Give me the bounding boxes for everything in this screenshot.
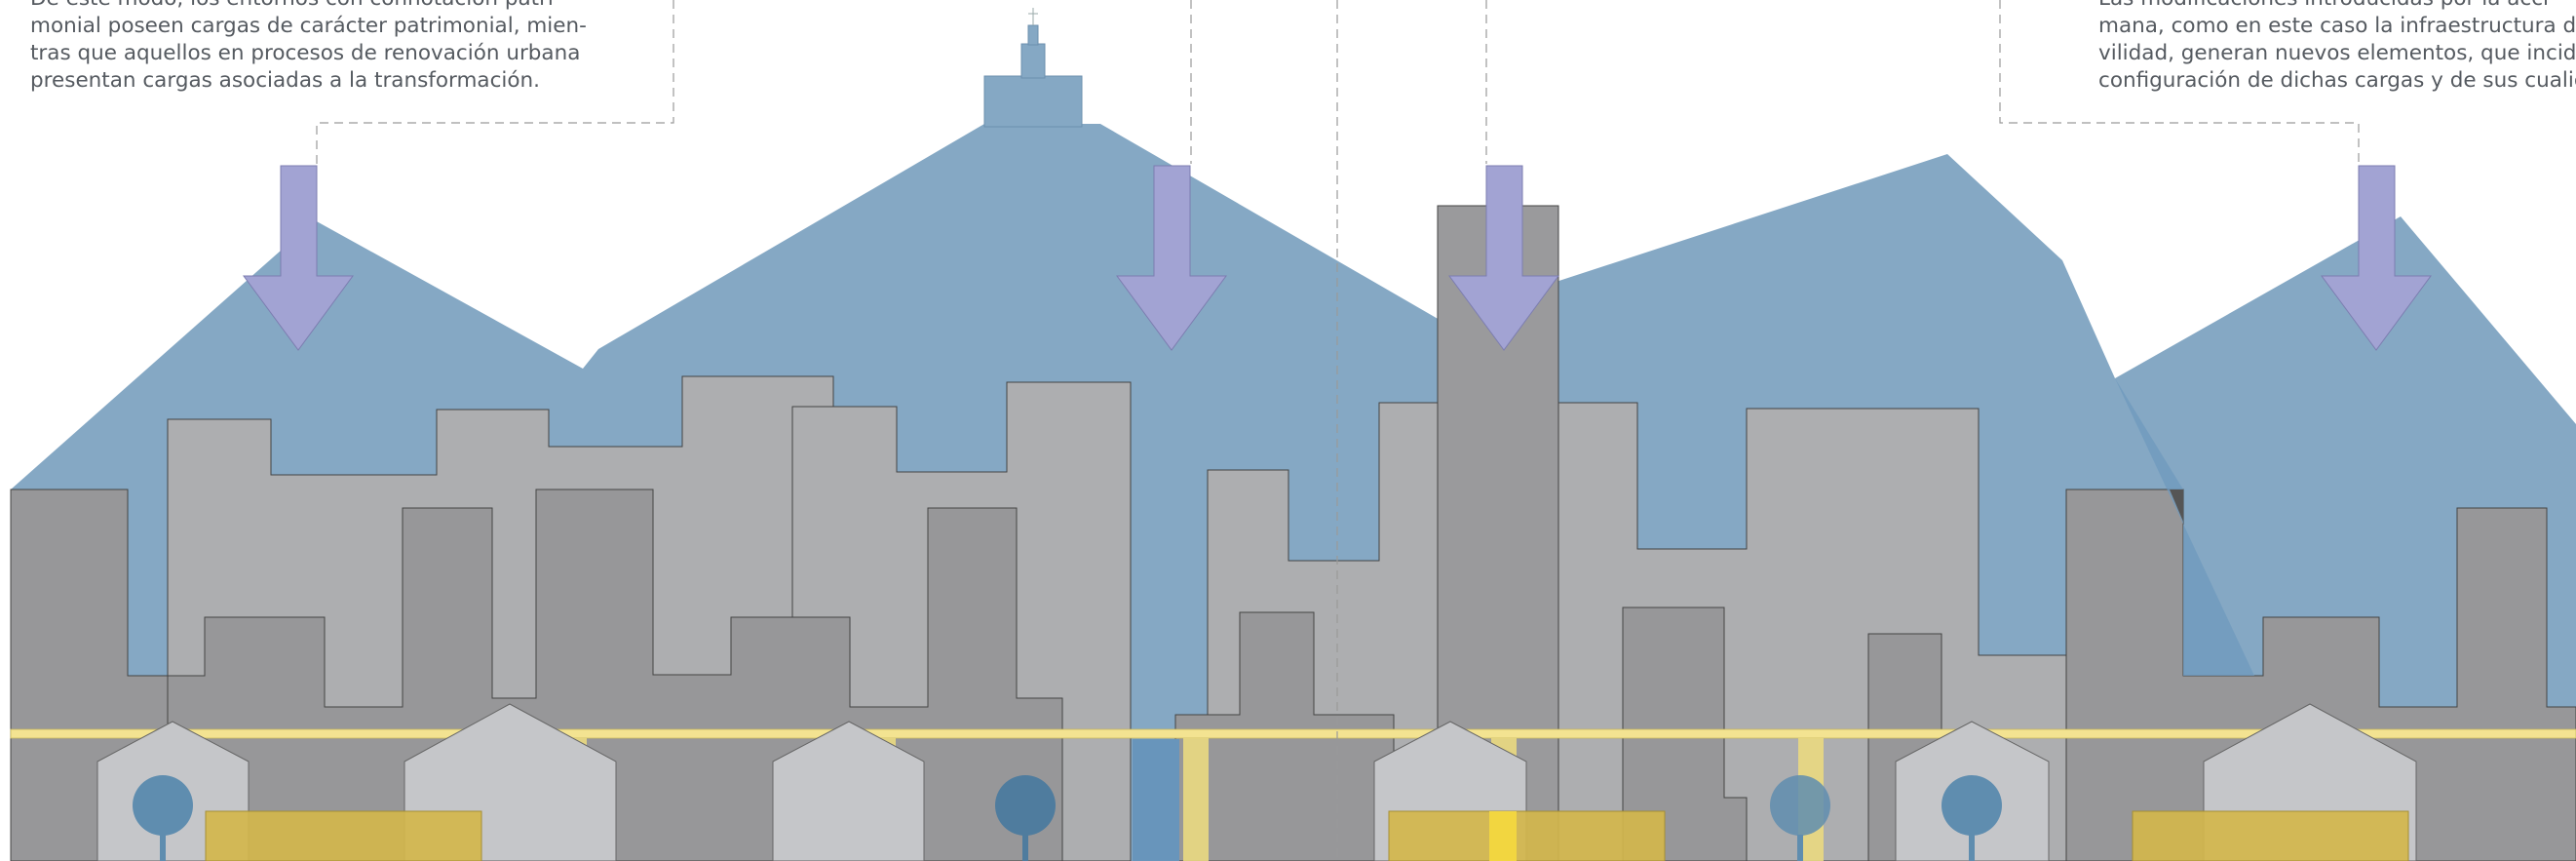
yellow-highlight [1489,811,1517,861]
rail-line [11,729,2576,738]
blue-strip [1133,739,1179,861]
church-silhouette [984,8,1082,127]
